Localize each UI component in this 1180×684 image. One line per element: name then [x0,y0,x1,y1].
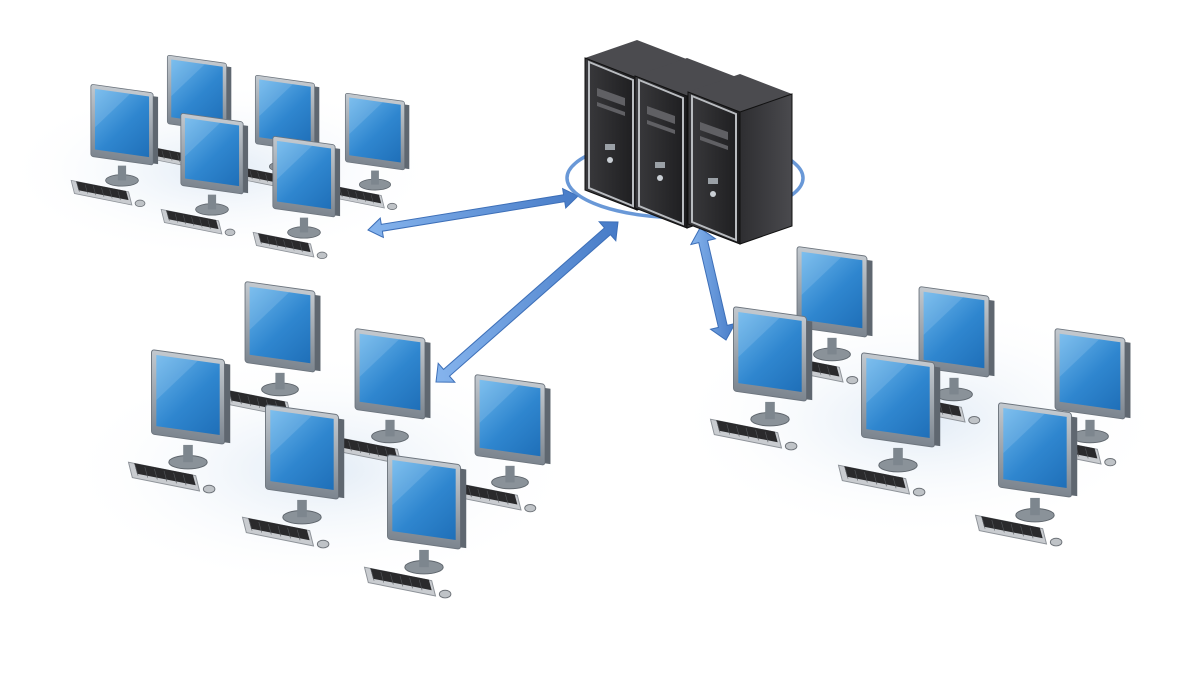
workstation [709,306,813,451]
mouse-icon [912,487,926,497]
mouse-icon [316,539,330,549]
workstation [974,402,1078,547]
workstation [127,349,231,494]
double-arrow-icon [689,227,737,341]
mouse-icon [387,202,398,210]
desktop-monitor-icon [272,136,341,218]
keyboard-icon [70,179,133,206]
workstation [363,454,467,599]
desktop-monitor-icon [151,349,231,445]
desktop-monitor-icon [265,404,345,500]
workstation-group-right [709,246,1131,547]
server-tower-icon [687,74,793,245]
keyboard-icon [363,566,437,597]
desktop-monitor-icon [254,74,320,153]
double-arrow-icon [435,221,619,383]
workstation-group-top-left [70,54,410,260]
workstation [452,374,551,513]
desktop-monitor-icon [474,374,551,466]
desktop-monitor-icon [918,286,995,378]
desktop-monitor-icon [733,306,813,402]
mouse-icon [1104,458,1117,467]
keyboard-icon [160,208,223,235]
workstation [332,328,431,467]
desktop-monitor-icon [166,54,232,133]
mouse-icon [316,251,328,260]
mouse-icon [524,504,537,513]
workstation [1032,328,1131,467]
workstation [241,404,345,549]
mouse-icon [846,376,859,385]
mouse-icon [1049,537,1063,547]
desktop-monitor-icon [387,454,467,550]
keyboard-icon [974,514,1048,545]
workstation [160,113,249,237]
desktop-monitor-icon [861,352,941,448]
network-links [367,187,737,383]
mouse-icon [968,416,981,425]
mouse-icon [784,441,798,451]
desktop-monitor-icon [244,281,321,373]
desktop-monitor-icon [998,402,1078,498]
mouse-icon [224,228,236,237]
desktop-monitor-icon [180,113,249,195]
desktop-monitor-icon [90,84,159,166]
keyboard-icon [127,461,201,492]
desktop-monitor-icon [796,246,873,338]
workstation-group-bottom-left [127,281,551,599]
workstation [837,352,941,497]
server-cluster [565,40,805,245]
desktop-monitor-icon [344,92,410,171]
workstation [896,286,995,425]
workstation [222,281,321,420]
workstation [326,92,410,210]
desktop-monitor-icon [1054,328,1131,420]
mouse-icon [202,484,216,494]
keyboard-icon [837,464,911,495]
keyboard-icon [252,231,315,258]
workstation [252,136,341,260]
desktop-monitor-icon [354,328,431,420]
mouse-icon [438,589,452,599]
keyboard-icon [709,418,783,449]
keyboard-icon [241,516,315,547]
keyboard-icon [326,184,385,209]
mouse-icon [134,199,146,208]
workstation [236,74,320,192]
workstation [70,84,159,208]
